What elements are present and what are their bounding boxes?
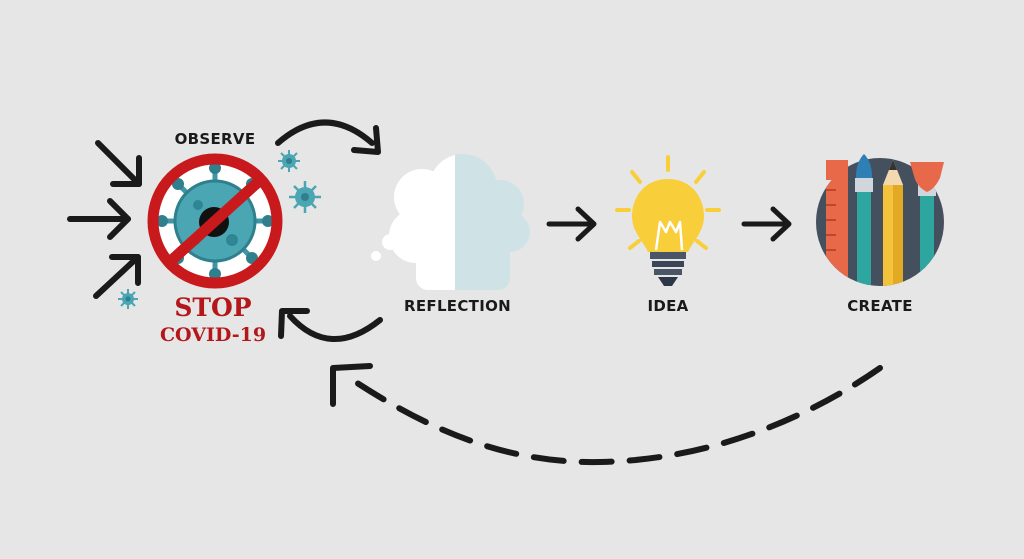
small-virus-icon <box>278 150 300 172</box>
stop-badge-line2: COVID-19 <box>159 324 267 346</box>
cloud-icon <box>371 154 530 290</box>
arrow-to-create <box>741 206 792 242</box>
dashed-return-arrow <box>330 363 883 466</box>
curved-arrow-forward <box>275 119 381 155</box>
curved-arrow-back <box>278 308 383 343</box>
step-label-observe: OBSERVE <box>174 130 256 148</box>
small-virus-icon <box>118 289 138 309</box>
incoming-arrow-middle <box>67 198 131 240</box>
incoming-arrow-top <box>95 140 142 187</box>
small-virus-icon <box>289 181 321 213</box>
art-tools-icon <box>816 154 944 286</box>
incoming-arrow-bottom <box>93 254 141 299</box>
arrow-to-idea <box>546 206 597 242</box>
stop-virus-icon <box>147 153 283 289</box>
incoming-arrows <box>67 140 142 299</box>
step-label-create: CREATE <box>847 297 913 315</box>
step-label-idea: IDEA <box>647 297 689 315</box>
stop-badge-line1: STOP <box>174 293 252 322</box>
light-bulb-icon <box>615 155 721 286</box>
step-label-reflection: REFLECTION <box>404 297 511 315</box>
